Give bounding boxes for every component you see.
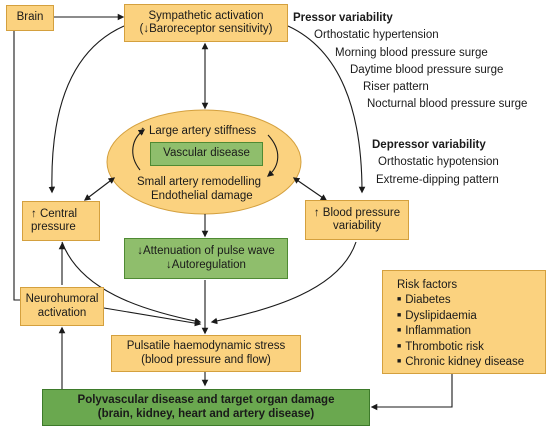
risk-factor-item: Dyslipidaemia	[397, 309, 524, 325]
risk-factor-item: Thrombotic risk	[397, 340, 524, 356]
arc-sympathetic-to-bpvar	[287, 25, 366, 194]
bp-variability-box: ↑ Blood pressure variability	[305, 200, 409, 240]
attenuation-label: ↓Attenuation of pulse wave	[137, 245, 275, 258]
neurohumoral-label-1: Neurohumoral	[25, 293, 99, 306]
sympathetic-label: Sympathetic activation	[148, 9, 264, 22]
arrow-central-ellipse	[83, 177, 116, 201]
artery-stiffness-label: ↑ Large artery stiffness	[140, 125, 257, 137]
pressor-item: Daytime blood pressure surge	[350, 64, 504, 76]
autoregulation-label: ↓Autoregulation	[166, 258, 246, 271]
brain-label: Brain	[16, 11, 44, 24]
arc-central-to-pulsatile	[61, 241, 202, 325]
attenuation-box: ↓Attenuation of pulse wave ↓Autoregulati…	[124, 238, 288, 279]
depressor-item: Orthostatic hypotension	[378, 156, 499, 168]
arrow-neurohumoral-to-pulsatile	[103, 307, 202, 327]
pressor-item: Orthostatic hypertension	[314, 29, 439, 41]
baroreceptor-label: (↓Baroreceptor sensitivity)	[139, 23, 273, 35]
arrow-risk-to-polyvascular	[370, 374, 453, 411]
brain-box: Brain	[6, 5, 54, 31]
line-brain-to-neurohumoral	[13, 30, 20, 301]
risk-factor-item: Inflammation	[397, 324, 524, 340]
endothelial-damage-label: Endothelial damage	[151, 190, 253, 202]
polyvascular-disease-box: Polyvascular disease and target organ da…	[42, 389, 370, 426]
depressor-item: Extreme-dipping pattern	[376, 174, 499, 186]
arc-bpvar-to-pulsatile	[210, 241, 357, 325]
polyvascular-label-1: Polyvascular disease and target organ da…	[77, 394, 335, 407]
risk-factors-list: Diabetes Dyslipidaemia Inflammation Thro…	[397, 293, 524, 371]
bp-variability-label-1: ↑ Blood pressure	[313, 206, 401, 219]
risk-factors-box: Risk factors Diabetes Dyslipidaemia Infl…	[382, 270, 546, 374]
pulsatile-label-1: Pulsatile haemodynamic stress	[126, 340, 286, 353]
pressor-item: Morning blood pressure surge	[335, 47, 488, 59]
vascular-disease-box: Vascular disease	[150, 142, 263, 166]
pressor-variability-title: Pressor variability	[293, 12, 393, 24]
bp-variability-label-2: variability	[333, 220, 381, 232]
inner-arc-right	[266, 134, 279, 177]
polyvascular-label-2: (brain, kidney, heart and artery disease…	[97, 407, 315, 420]
small-artery-label: Small artery remodelling	[137, 176, 261, 188]
arrow-bpvar-ellipse	[292, 177, 328, 201]
inner-arc-left	[132, 129, 146, 171]
central-pressure-label-1: ↑ Central	[31, 207, 78, 220]
pulsatile-stress-box: Pulsatile haemodynamic stress (blood pre…	[111, 335, 301, 372]
depressor-variability-title: Depressor variability	[372, 139, 486, 151]
risk-factor-item: Diabetes	[397, 293, 524, 309]
sympathetic-activation-box: Sympathetic activation (↓Baroreceptor se…	[124, 4, 288, 42]
central-pressure-label-2: pressure	[31, 221, 76, 233]
pressor-item: Riser pattern	[363, 81, 429, 93]
pulsatile-label-2: (blood pressure and flow)	[141, 353, 271, 366]
risk-factors-title: Risk factors	[397, 279, 458, 291]
neurohumoral-activation-box: Neurohumoral activation	[20, 287, 104, 326]
arc-sympathetic-to-central	[48, 25, 125, 194]
pressor-item: Nocturnal blood pressure surge	[367, 98, 528, 110]
risk-factor-item: Chronic kidney disease	[397, 355, 524, 371]
vascular-disease-label: Vascular disease	[163, 147, 250, 160]
neurohumoral-label-2: activation	[37, 306, 87, 319]
central-pressure-box: ↑ Central pressure	[22, 201, 100, 241]
